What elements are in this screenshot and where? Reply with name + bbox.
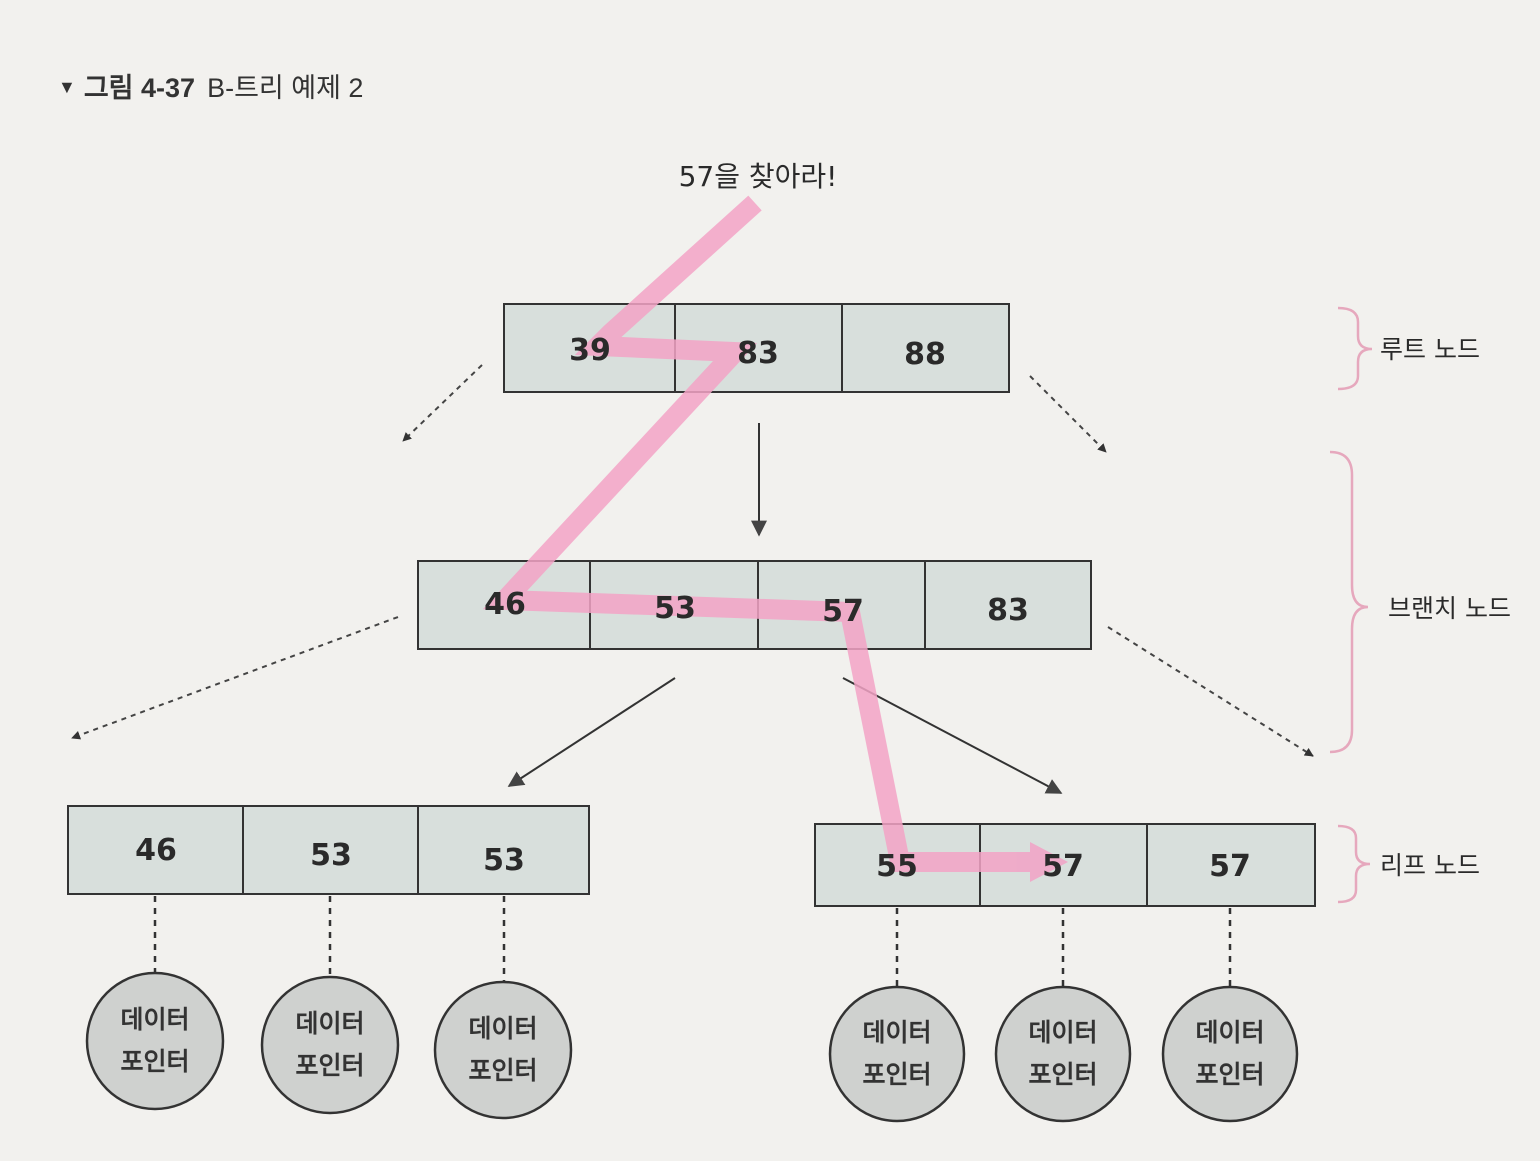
data-pointer: 데이터 포인터	[433, 980, 573, 1120]
data-pointer: 데이터 포인터	[260, 975, 400, 1115]
arrow-branch-to-left-leaf	[507, 677, 676, 787]
root-level-label: 루트 노드	[1380, 335, 1480, 364]
svg-text:데이터: 데이터	[1195, 1018, 1264, 1047]
svg-text:데이터: 데이터	[468, 1014, 537, 1043]
arrow-branch-to-right-leaf	[842, 677, 1063, 794]
svg-text:포인터: 포인터	[468, 1056, 537, 1085]
data-pointer: 데이터 포인터	[994, 985, 1132, 1123]
root-node-box	[503, 303, 1010, 393]
branch-key: 57	[822, 594, 864, 629]
branch-level-label: 브랜치 노드	[1388, 594, 1511, 623]
data-pointer: 데이터 포인터	[828, 985, 966, 1123]
leaf-right-keys: 55 57 57	[876, 849, 1251, 884]
leaf-brace	[1337, 824, 1371, 904]
caption-triangle-icon: ▼	[58, 77, 76, 97]
leaf-key: 46	[135, 833, 177, 868]
svg-text:포인터: 포인터	[1195, 1060, 1264, 1089]
svg-text:데이터: 데이터	[862, 1018, 931, 1047]
search-label: 57을 찾아라!	[679, 160, 838, 193]
branch-key: 53	[654, 591, 696, 626]
pointer-connectors	[153, 896, 1232, 986]
leaf-node-left-box	[67, 805, 590, 895]
leaf-key: 55	[876, 849, 918, 884]
svg-text:데이터: 데이터	[1028, 1018, 1097, 1047]
svg-text:데이터: 데이터	[120, 1005, 189, 1034]
dashed-arrow-root-left	[402, 364, 483, 442]
leaf-key: 53	[483, 843, 525, 878]
leaf-key: 57	[1209, 849, 1251, 884]
figure-number: 그림 4-37	[83, 73, 196, 103]
leaf-left-keys: 46 53 53	[135, 833, 525, 878]
dashed-arrow-root-right	[1029, 375, 1107, 453]
svg-text:포인터: 포인터	[1028, 1060, 1097, 1089]
figure-caption: ▼ 그림 4-37 B-트리 예제 2	[58, 66, 363, 105]
branch-key: 46	[484, 587, 526, 622]
svg-text:포인터: 포인터	[862, 1060, 931, 1089]
leaf-key: 53	[310, 838, 352, 873]
dashed-arrow-branch-left	[71, 616, 399, 740]
svg-text:데이터: 데이터	[295, 1009, 364, 1038]
root-key: 88	[904, 337, 946, 372]
root-keys: 39 83 88	[569, 333, 946, 372]
leaf-key: 57	[1042, 849, 1084, 884]
branch-keys: 46 53 57 83	[484, 587, 1029, 629]
data-pointer: 데이터 포인터	[1161, 985, 1299, 1123]
svg-text:포인터: 포인터	[120, 1047, 189, 1076]
search-path-arrowhead	[1030, 842, 1068, 882]
tree-arrows	[71, 364, 1314, 794]
branch-key: 83	[987, 593, 1029, 628]
svg-text:포인터: 포인터	[295, 1051, 364, 1080]
data-pointer: 데이터 포인터	[85, 971, 225, 1111]
search-path	[482, 195, 1068, 882]
branch-brace	[1329, 450, 1369, 754]
root-key: 83	[737, 336, 779, 371]
leaf-level-label: 리프 노드	[1380, 851, 1480, 880]
leaf-node-left	[67, 805, 590, 895]
root-brace	[1337, 306, 1373, 391]
figure-title: B-트리 예제 2	[207, 73, 364, 103]
root-key: 39	[569, 333, 611, 368]
level-braces	[1329, 306, 1373, 904]
dashed-arrow-branch-right	[1107, 626, 1314, 757]
